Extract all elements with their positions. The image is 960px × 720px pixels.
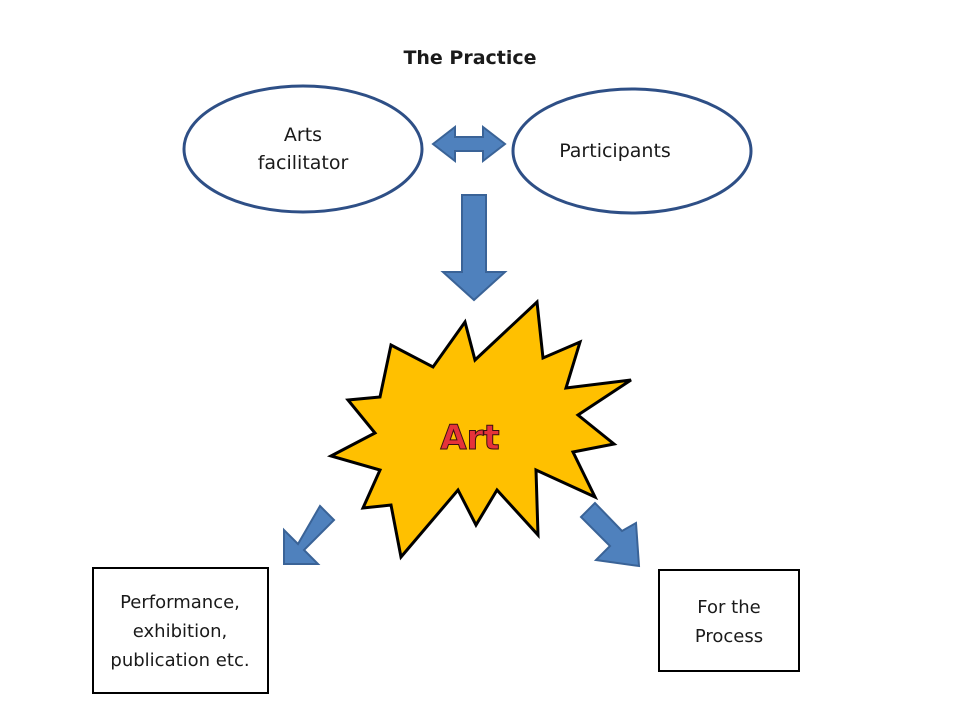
outcome-right-line1: For the xyxy=(697,597,760,618)
participants-ellipse xyxy=(511,87,753,215)
facilitator-ellipse xyxy=(182,84,424,214)
down-arrow-icon xyxy=(440,194,508,302)
outcome-right-node: For the Process xyxy=(658,569,800,672)
participants-label: Participants xyxy=(559,140,671,162)
outcome-left-line2: exhibition, xyxy=(133,621,227,642)
facilitator-node: Arts facilitator xyxy=(182,84,424,214)
facilitator-label-line2: facilitator xyxy=(258,152,349,174)
art-burst-shape xyxy=(326,298,632,561)
art-label: Art xyxy=(440,418,499,458)
outcome-left-line1: Performance, xyxy=(120,592,240,613)
bidirectional-arrow-icon xyxy=(431,124,507,164)
outcome-right-line2: Process xyxy=(695,626,763,647)
outcome-left-line3: publication etc. xyxy=(110,650,249,671)
diagram-title: The Practice xyxy=(403,47,536,69)
outcome-left-box xyxy=(92,567,269,694)
down-left-arrow-icon xyxy=(283,504,336,565)
outcome-right-box xyxy=(658,569,800,672)
art-node: Art xyxy=(326,298,632,561)
down-right-arrow-icon xyxy=(579,501,641,568)
participants-node: Participants xyxy=(511,87,753,215)
outcome-left-node: Performance, exhibition, publication etc… xyxy=(92,567,269,694)
facilitator-label-line1: Arts xyxy=(284,124,322,146)
